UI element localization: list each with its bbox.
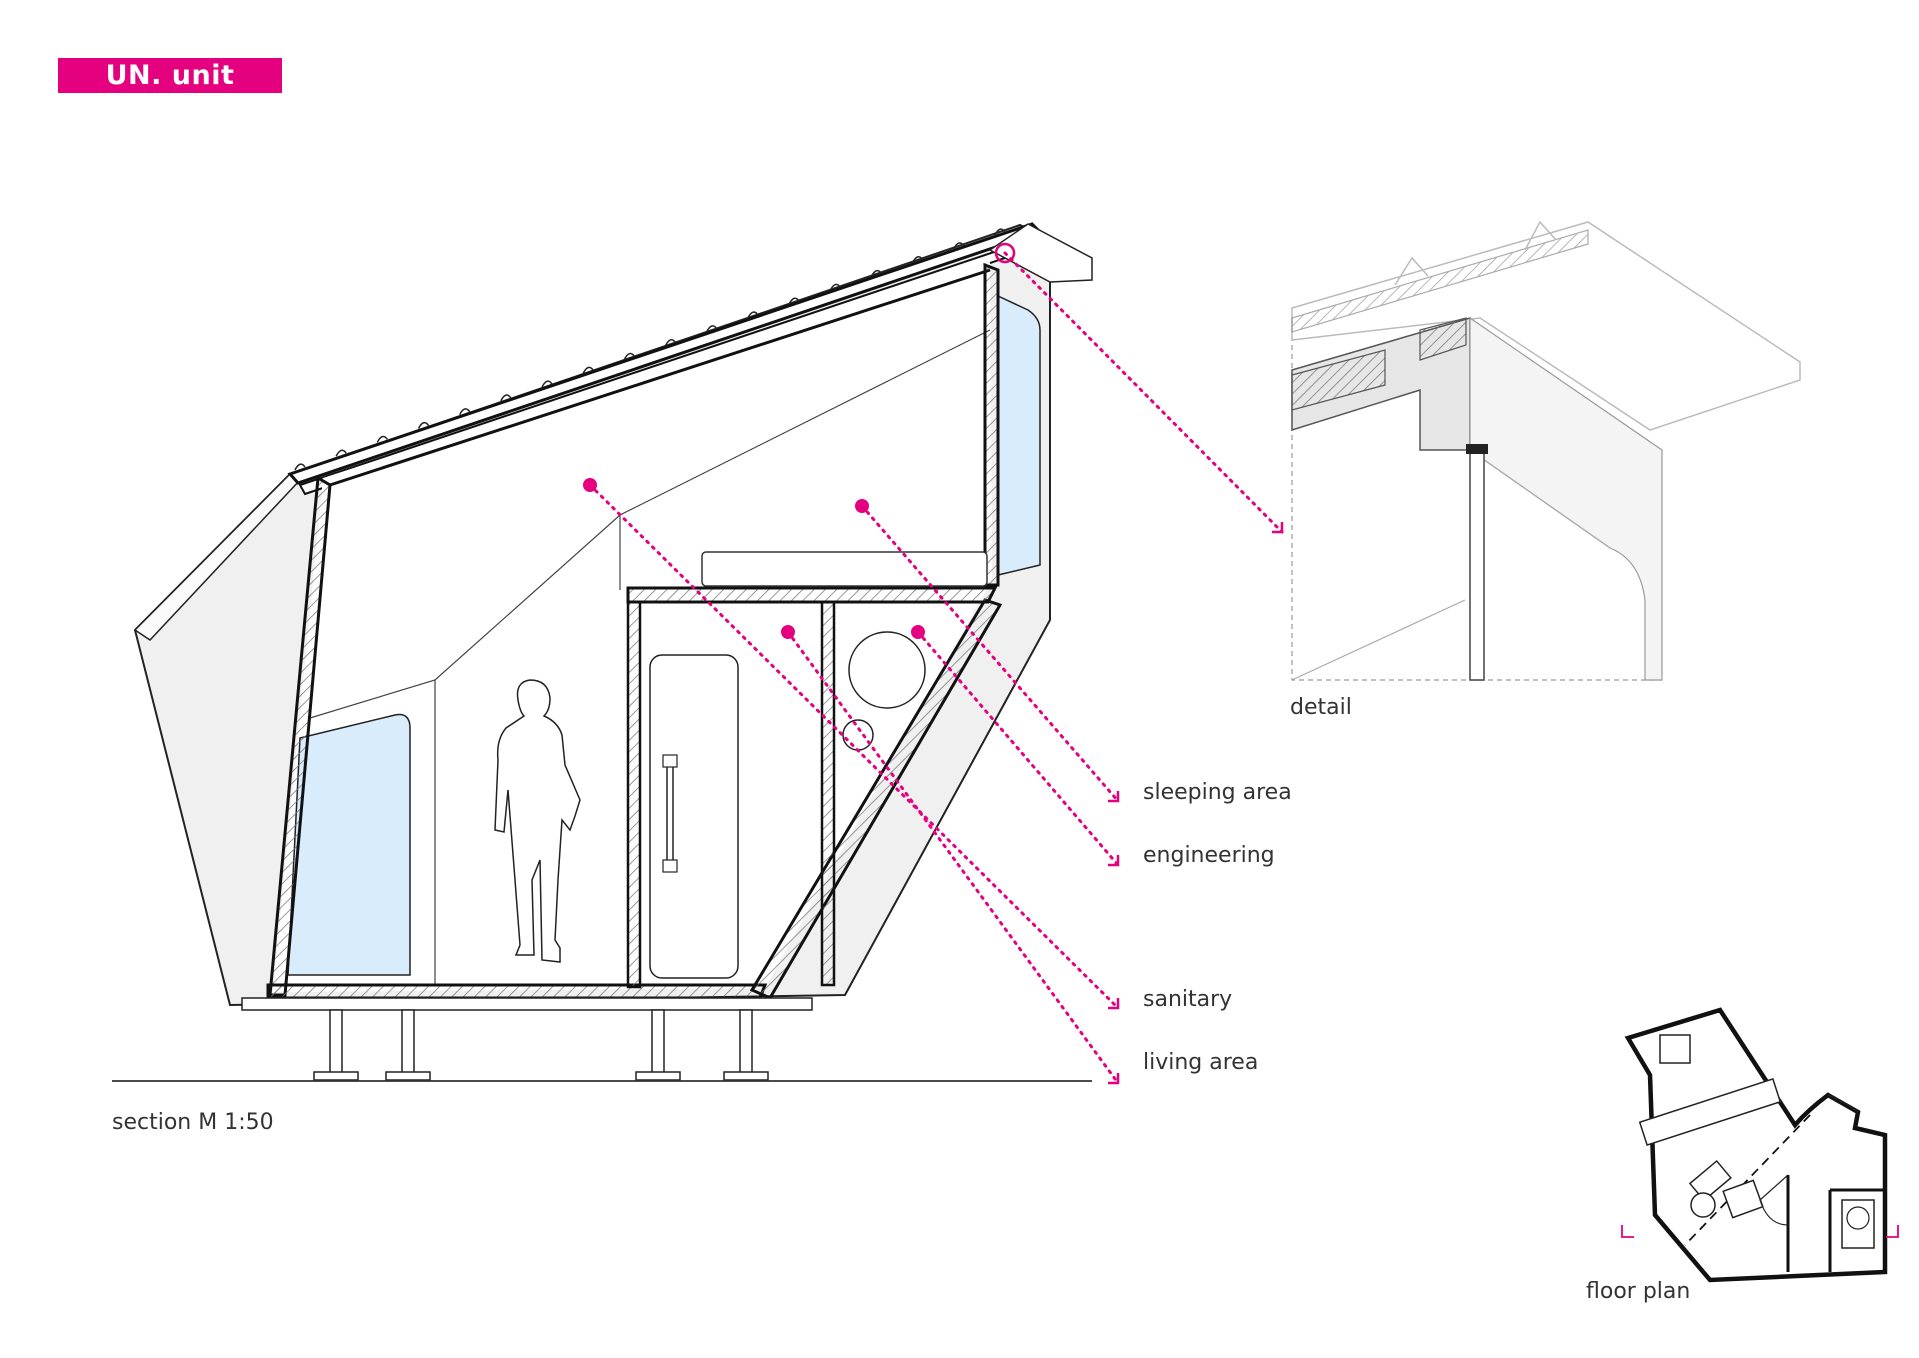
roof-seam <box>623 352 636 360</box>
roof-seam <box>541 380 553 388</box>
floor-slab <box>266 983 768 1000</box>
section-mark-left <box>1621 1225 1634 1238</box>
sanitary-wall-left <box>626 600 642 989</box>
roof-seam <box>706 325 718 333</box>
roof-seam <box>294 463 306 471</box>
roof-seam <box>911 256 924 263</box>
detail-ridge-2 <box>1524 220 1557 251</box>
support-foot <box>723 1071 769 1081</box>
leader-line <box>583 478 1120 1010</box>
leader-dot <box>994 242 1016 264</box>
support-leg <box>739 1009 753 1075</box>
roof-seam <box>994 228 1006 236</box>
leader-line <box>911 625 1120 867</box>
detail-insulation <box>1291 349 1386 411</box>
detail-corner-hatch <box>1419 317 1467 361</box>
label-detail: detail <box>1290 695 1352 720</box>
label-floor-plan: floor plan <box>1586 1279 1691 1304</box>
roof-seam <box>459 408 471 416</box>
base-beam <box>241 997 813 1011</box>
wall-fold-line <box>309 329 991 719</box>
door-hinge-top <box>662 754 678 768</box>
support-foot <box>385 1071 431 1081</box>
roof-seam <box>953 242 965 250</box>
leader-arrow-icon <box>1108 1073 1120 1085</box>
roof-seam <box>417 421 430 429</box>
detail-roof-top <box>1291 221 1801 431</box>
roof-seam <box>376 435 388 443</box>
leader-dot <box>781 625 795 639</box>
label-living-area: living area <box>1143 1050 1259 1075</box>
roof-seam <box>788 297 800 305</box>
floor-plan-desk <box>1688 1159 1732 1202</box>
leader-dot <box>911 625 925 639</box>
detail-ceiling-soffit <box>1469 449 1611 549</box>
left-window <box>287 713 411 976</box>
label-section-scale: section M 1:50 <box>112 1110 274 1135</box>
roof-seam <box>829 283 841 291</box>
floor-plan-table <box>1722 1179 1764 1219</box>
floor-plan <box>1621 1007 1899 1283</box>
section-drawing <box>112 222 1093 1082</box>
floor-plan-entry-door <box>1827 1094 1859 1113</box>
title-badge: UN. unit <box>58 58 282 93</box>
leader-dot <box>583 478 597 492</box>
sleeping-platform <box>626 586 998 604</box>
support-foot <box>635 1071 681 1081</box>
engineering-tank <box>848 631 926 709</box>
annotation-leaders <box>583 242 1284 1085</box>
roof-eave <box>988 223 1093 283</box>
right-wall <box>983 262 1000 587</box>
floor-plan-bed <box>1638 1078 1782 1146</box>
bathroom-door <box>649 654 739 979</box>
roof-seam <box>500 394 512 402</box>
roof-seam <box>664 338 677 346</box>
detail-drawing <box>1291 220 1801 681</box>
leader-line <box>781 625 1120 1085</box>
door-hinge-bottom <box>662 859 678 873</box>
roof-seams <box>294 228 1006 471</box>
detail-ridge <box>1394 256 1429 286</box>
label-sanitary: sanitary <box>1143 987 1233 1012</box>
support-leg <box>401 1009 415 1075</box>
engineering-pipe <box>842 719 874 751</box>
leader-dot <box>855 499 869 513</box>
section-mark-right <box>1886 1225 1899 1238</box>
detail-wall <box>1469 316 1663 681</box>
detail-glass <box>1469 449 1485 681</box>
floor-plan-cabinet <box>1659 1034 1691 1064</box>
support-legs <box>313 1009 769 1081</box>
support-leg <box>651 1009 665 1075</box>
roof-seam <box>335 449 347 457</box>
roof-seam <box>747 311 759 319</box>
person-silhouette <box>494 679 581 963</box>
leader-line <box>855 499 1120 803</box>
floor-plan-outline <box>1624 1007 1888 1283</box>
detail-gasket <box>1466 444 1488 454</box>
title-text: UN. unit <box>105 60 235 91</box>
floor-plan-toilet <box>1846 1206 1870 1230</box>
leader-arrow-icon <box>1108 998 1120 1010</box>
mattress <box>701 551 988 587</box>
ceiling-line <box>329 268 991 487</box>
detail-roof-slab <box>1291 229 1589 333</box>
detail-ceiling-line <box>1291 599 1466 681</box>
sanitary-wall-mid <box>820 600 836 987</box>
label-sleeping-area: sleeping area <box>1143 780 1292 805</box>
leader-line <box>994 242 1284 534</box>
door-handle <box>666 759 674 866</box>
support-foot <box>313 1071 359 1081</box>
roof-seam <box>582 366 594 374</box>
floor-plan-diagonal <box>1684 1114 1811 1246</box>
leader-arrow-icon <box>1108 855 1120 867</box>
leader-arrow-icon <box>1272 522 1284 534</box>
support-leg <box>329 1009 343 1075</box>
floor-plan-seat <box>1690 1192 1716 1218</box>
label-engineering: engineering <box>1143 843 1275 868</box>
roof-seam <box>870 269 883 277</box>
leader-arrow-icon <box>1108 791 1120 803</box>
floor-plan-door-swing <box>1759 1174 1789 1226</box>
right-window <box>997 294 1041 576</box>
